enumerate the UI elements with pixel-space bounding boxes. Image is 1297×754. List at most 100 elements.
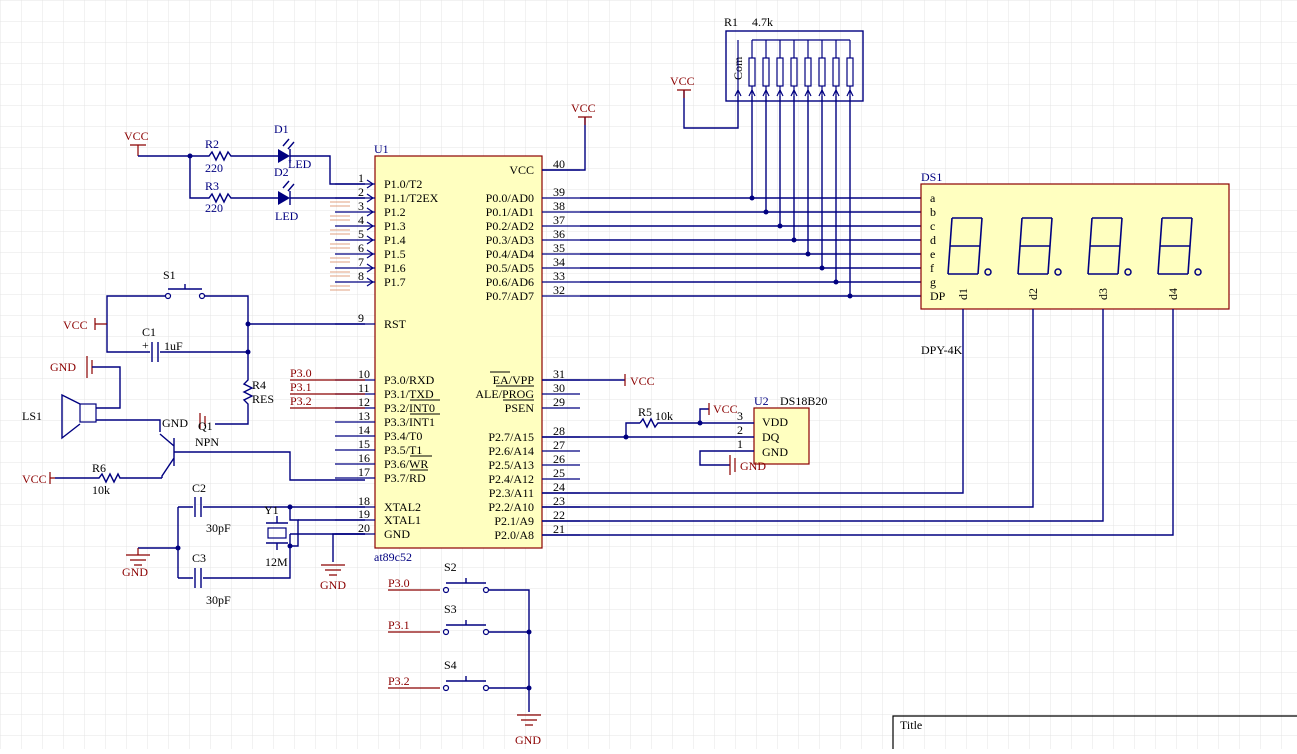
u1-pin-number: 40 [553, 157, 565, 171]
d2-ref: D2 [274, 165, 289, 179]
p0-bus-wires [580, 96, 921, 299]
c1-capacitor[interactable]: + [142, 338, 159, 362]
p1-unused-stubs [330, 201, 350, 291]
reset-section: S1 VCC + C1 1uF R4 RES [63, 268, 365, 425]
u2-ds18b20[interactable]: U2 DS18B20 VDD DQ GND 3 2 1 [737, 394, 827, 465]
ds1-segment [1119, 217, 1123, 247]
s2-switch[interactable] [442, 578, 490, 594]
gnd-label-keys: GND [515, 733, 541, 747]
c3-capacitor[interactable] [194, 568, 202, 588]
c2-value: 30pF [206, 521, 231, 535]
u1-pin-name: P2.2/A10 [488, 500, 534, 514]
r1-pin-arrow [804, 88, 812, 97]
u1-pin-arrow [366, 277, 375, 287]
vcc-label-r1: VCC [670, 74, 695, 88]
u2-pin1: 1 [737, 437, 743, 451]
d1-led[interactable] [278, 138, 295, 163]
u1-pin-name: P0.5/AD5 [486, 261, 534, 275]
r1-resistor-pack[interactable]: R1 4.7k Com [724, 15, 864, 102]
u1-pin-name: XTAL1 [384, 513, 421, 527]
u1-pin-number: 4 [358, 213, 364, 227]
u1-pin-number: 31 [553, 367, 565, 381]
u1-pin-name: P1.2 [384, 205, 406, 219]
r1-value: 4.7k [752, 15, 773, 29]
u1-pin-number: 15 [358, 437, 370, 451]
ds1-segment [1117, 245, 1121, 275]
u2-pin-dq: DQ [762, 430, 780, 444]
net-p32-u1: P3.2 [290, 394, 312, 408]
q1-ref: Q1 [198, 419, 213, 433]
gnd-label-u1: GND [320, 578, 346, 592]
ds1-segment [977, 245, 981, 275]
u1-pin-number: 7 [358, 255, 364, 269]
u1-pin-number: 19 [358, 507, 370, 521]
u1-pin-name: P0.3/AD3 [486, 233, 534, 247]
vcc-label-led: VCC [124, 129, 149, 143]
ds1-seg-label: e [930, 247, 935, 261]
u1-pin-number: 3 [358, 199, 364, 213]
u1-part: at89c52 [374, 550, 412, 564]
q1-transistor[interactable] [159, 433, 180, 478]
r6-resistor[interactable] [55, 472, 162, 484]
u1-pin-number: 36 [553, 227, 565, 241]
y1-crystal[interactable] [266, 516, 288, 550]
u1-pin-name: P2.4/A12 [488, 472, 534, 486]
keys-section: P3.0 P3.1 P3.2 S2 S3 S4 GND [388, 560, 541, 747]
gnd-port-u1: GND [320, 564, 346, 592]
u1-pin-name: EA/VPP [493, 373, 535, 387]
r1-com-pin [734, 40, 742, 97]
gnd-label-q1: GND [162, 416, 188, 430]
wire-vcc-u1 [542, 117, 586, 171]
ds1-digit-label: d1 [956, 288, 970, 300]
r3-resistor[interactable] [205, 192, 248, 204]
u1-pin-name: P0.7/AD7 [486, 289, 534, 303]
r5-resistor[interactable] [639, 417, 660, 429]
r1-pin-arrow [762, 88, 770, 97]
d2-value: LED [275, 209, 299, 223]
u2-pin2: 2 [737, 423, 743, 437]
u2-pin3: 3 [737, 409, 743, 423]
c2-capacitor[interactable] [194, 497, 202, 517]
s4-switch[interactable] [442, 676, 490, 692]
s2-ref: S2 [444, 560, 457, 574]
r4-resistor[interactable] [215, 324, 254, 425]
u1-pin-number: 13 [358, 409, 370, 423]
ds1-segment [1089, 217, 1093, 247]
u1-pin-number: 27 [553, 438, 565, 452]
s1-switch[interactable] [164, 284, 206, 300]
u1-ref: U1 [374, 142, 389, 156]
u1-pin-name: P2.0/A8 [494, 528, 534, 542]
r2-resistor[interactable] [205, 150, 248, 162]
d2-led[interactable] [278, 180, 295, 205]
ds1-segment [1189, 217, 1193, 247]
u1-pin-number: 28 [553, 424, 565, 438]
r2-ref: R2 [205, 137, 219, 151]
vcc-label-q1: VCC [22, 472, 47, 486]
c1-ref: C1 [142, 325, 156, 339]
ds1-decimal-point [1054, 268, 1062, 276]
u1-pin-number: 22 [553, 508, 565, 522]
u1-pin-number: 25 [553, 466, 565, 480]
s3-switch[interactable] [442, 620, 490, 636]
u1-pin-number: 2 [358, 185, 364, 199]
u1-pin-name: GND [384, 527, 410, 541]
r4-ref: R4 [252, 378, 266, 392]
c2-ref: C2 [192, 481, 206, 495]
u2-part: DS18B20 [780, 394, 827, 408]
gnd-label-spk: GND [50, 360, 76, 374]
u1-pin-name: P3.0/RXD [384, 373, 435, 387]
u1-pin-number: 30 [553, 381, 565, 395]
u1-pin-number: 1 [358, 171, 364, 185]
q1-value: NPN [195, 435, 219, 449]
u1-pin-number: 21 [553, 522, 565, 536]
net-labels-u1: P3.0 P3.1 P3.2 [290, 366, 365, 409]
ds1-seg-label: g [930, 275, 936, 289]
u1-body [374, 155, 543, 549]
ls1-speaker[interactable] [61, 393, 97, 440]
u2-pin-gnd: GND [762, 445, 788, 459]
ds1-segment [979, 217, 983, 247]
